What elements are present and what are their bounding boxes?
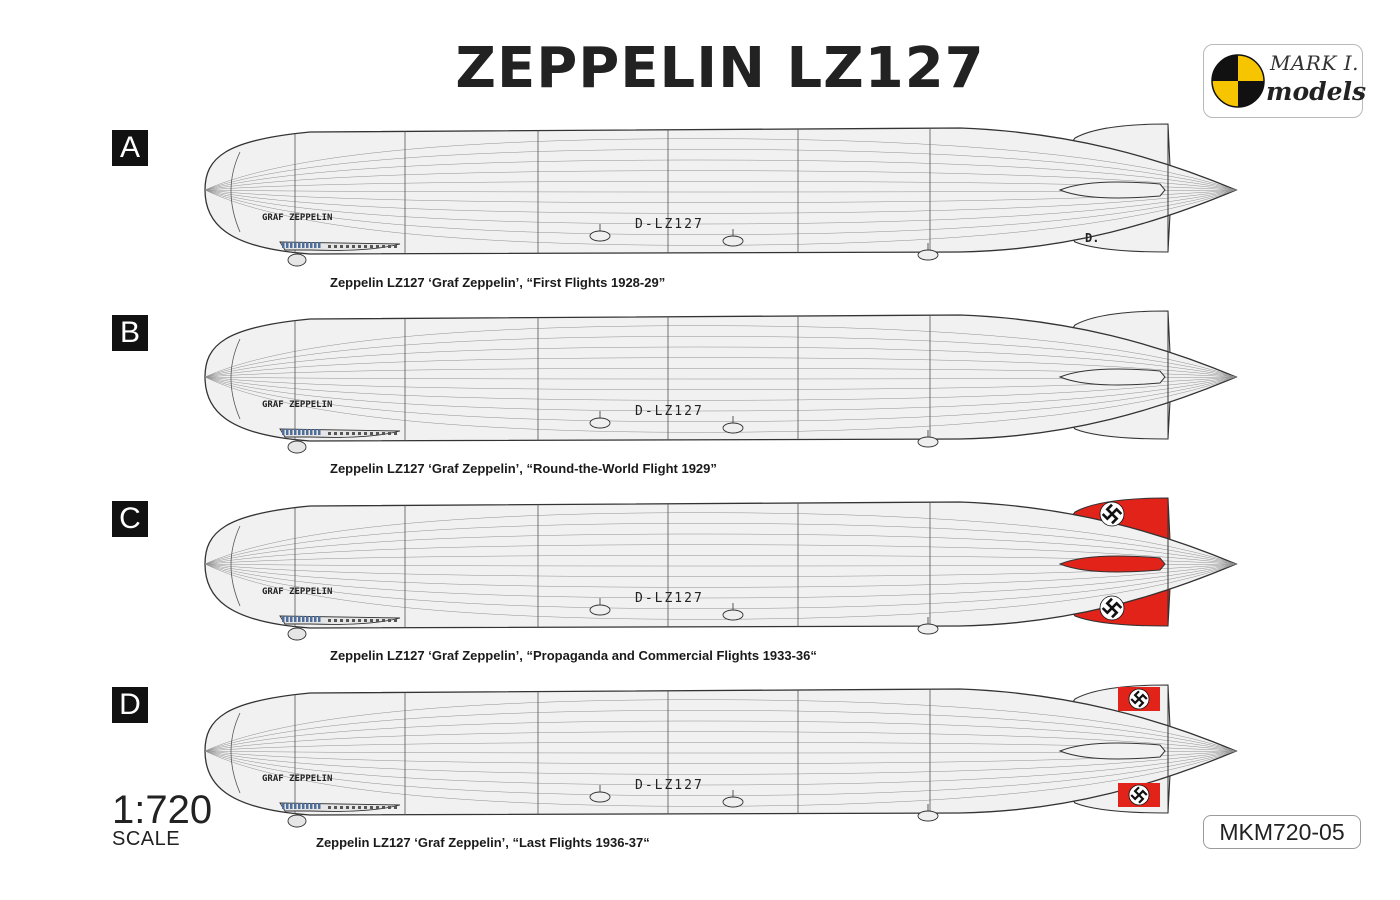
tail-code-label: D. — [1085, 231, 1099, 245]
registration-label: D-LZ127 — [635, 591, 704, 606]
engine-car — [589, 598, 611, 616]
flag-emblem-upper — [1128, 688, 1150, 710]
hull-name-label: GRAF ZEPPELIN — [262, 213, 332, 223]
bumper-wheel — [287, 253, 307, 267]
engine-car — [917, 804, 939, 822]
flag-panel-upper — [1118, 687, 1160, 711]
horizontal-stabilizer — [1058, 742, 1166, 760]
horizontal-stabilizer — [1058, 368, 1166, 386]
variant-badge-c: C — [112, 501, 148, 537]
hull-name-label: GRAF ZEPPELIN — [262, 587, 332, 597]
hull-name-label: GRAF ZEPPELIN — [262, 400, 332, 410]
engine-car — [589, 224, 611, 242]
engine-car — [722, 790, 744, 808]
logo-text-models: models — [1266, 77, 1367, 106]
variant-badge-b: B — [112, 315, 148, 351]
engine-car — [722, 416, 744, 434]
bumper-wheel — [287, 814, 307, 828]
flag-emblem-lower — [1128, 784, 1150, 806]
hull-name-label: GRAF ZEPPELIN — [262, 774, 332, 784]
registration-label: D-LZ127 — [635, 404, 704, 419]
engine-car — [722, 603, 744, 621]
variant-badge-a: A — [112, 130, 148, 166]
zeppelin-drawing: GRAF ZEPPELIN D-LZ127 — [204, 684, 1238, 828]
page-title: ZEPPELIN LZ127 — [455, 36, 985, 101]
caption-c: Zeppelin LZ127 ‘Graf Zeppelin’, “Propaga… — [330, 648, 817, 663]
mark-i-models-logo: MARK I. models — [1203, 44, 1367, 118]
registration-label: D-LZ127 — [635, 778, 704, 793]
bumper-wheel — [287, 627, 307, 641]
roundel-icon — [1211, 54, 1265, 108]
engine-car — [917, 617, 939, 635]
caption-d: Zeppelin LZ127 ‘Graf Zeppelin’, “Last Fl… — [316, 835, 650, 850]
hull-panel-lines — [205, 689, 1236, 815]
engine-car — [917, 430, 939, 448]
caption-a: Zeppelin LZ127 ‘Graf Zeppelin’, “First F… — [330, 275, 666, 290]
engine-car — [917, 243, 939, 261]
horizontal-stabilizer — [1058, 555, 1166, 573]
registration-label: D-LZ127 — [635, 217, 704, 232]
horizontal-stabilizer — [1058, 181, 1166, 199]
zeppelin-profile-c: GRAF ZEPPELIN D-LZ127 — [200, 492, 1250, 642]
engine-car — [589, 411, 611, 429]
zeppelin-profile-d: GRAF ZEPPELIN D-LZ127 — [200, 679, 1250, 829]
scale-ratio: 1:720 — [112, 788, 213, 832]
zeppelin-drawing: GRAF ZEPPELIN D-LZ127 — [204, 497, 1238, 641]
fin-emblem-lower — [1099, 595, 1125, 621]
bumper-wheel — [287, 440, 307, 454]
scale-label: SCALE — [112, 828, 181, 850]
flag-panel-lower — [1118, 783, 1160, 807]
zeppelin-profile-b: GRAF ZEPPELIN D-LZ127 — [200, 305, 1250, 455]
zeppelin-drawing: GRAF ZEPPELIN D-LZ127 — [204, 310, 1238, 454]
logo-text-mark: MARK I. — [1270, 51, 1360, 75]
variant-badge-d: D — [112, 687, 148, 723]
engine-car — [589, 785, 611, 803]
engine-car — [722, 229, 744, 247]
product-code: MKM720-05 — [1203, 815, 1361, 849]
caption-b: Zeppelin LZ127 ‘Graf Zeppelin’, “Round-t… — [330, 461, 717, 476]
fin-emblem-upper — [1099, 501, 1125, 527]
